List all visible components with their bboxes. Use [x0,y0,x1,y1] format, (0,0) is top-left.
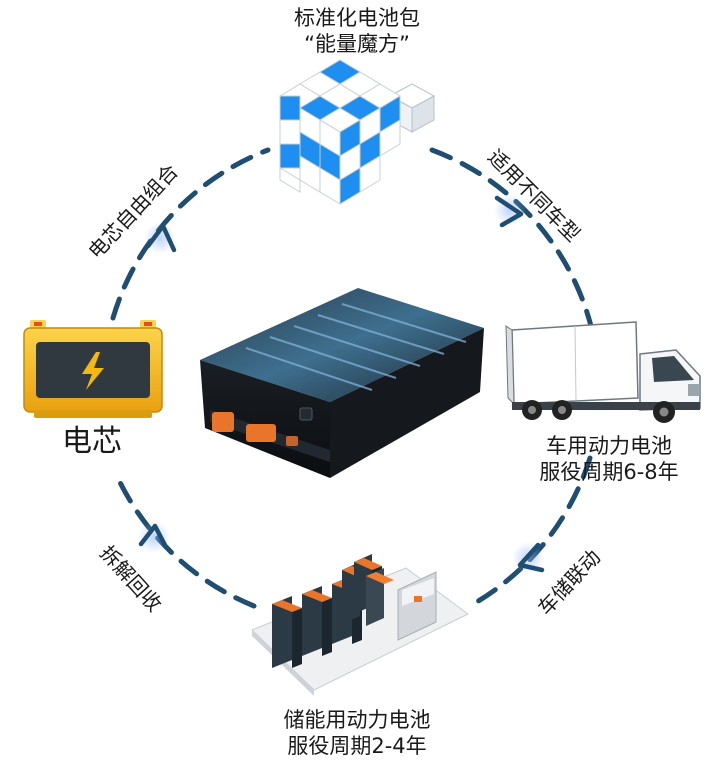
battery-pack-icon [200,288,484,478]
battery-cell-icon [23,320,163,418]
cube-icon [279,59,436,205]
arrow-bottom-left-icon [138,521,170,553]
top-label-line2: “能量魔方” [304,31,410,56]
right-label-line2: 服役周期6-8年 [539,459,679,484]
arrow-top-right-icon [494,194,526,228]
arrow-bottom-right-icon [512,542,545,574]
energy-storage-icon [251,554,469,696]
top-label: 标准化电池包 “能量魔方” [252,6,462,57]
cycle-ring [110,147,595,610]
top-label-line1: 标准化电池包 [294,6,420,30]
bottom-label: 储能用动力电池 服役周期2-4年 [242,708,472,759]
bottom-label-line2: 服役周期2-4年 [287,733,427,758]
arrow-top-left-icon [144,222,177,254]
left-label-text: 电芯 [62,424,122,459]
bottom-label-line1: 储能用动力电池 [283,708,431,732]
right-label: 车用动力电池 服役周期6-8年 [522,434,696,485]
left-label: 电芯 [32,424,152,461]
truck-icon [505,321,701,423]
right-label-line1: 车用动力电池 [546,434,672,458]
